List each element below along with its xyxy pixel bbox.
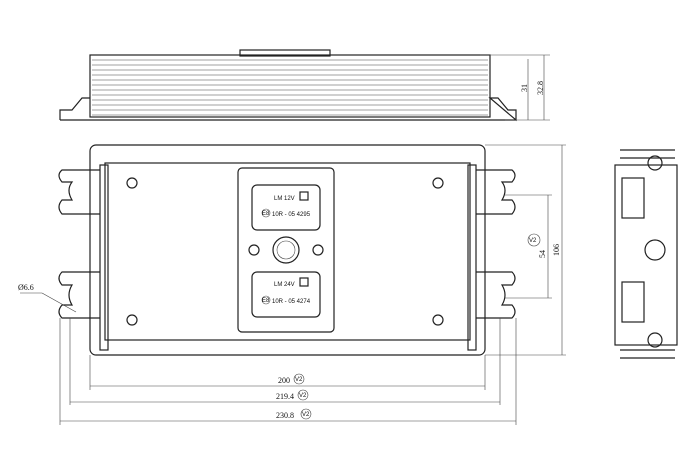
approval-number-bottom: 10R - 05 4274 bbox=[272, 299, 311, 305]
side-view bbox=[614, 149, 678, 359]
verify-mark: V2 bbox=[295, 377, 303, 383]
dim-overall-width: 230.8 bbox=[276, 411, 294, 420]
module-bottom-label: LM 24V bbox=[274, 282, 295, 288]
dim-hole-diameter: Ø6.6 bbox=[18, 283, 34, 292]
lamp-module bbox=[237, 167, 335, 333]
dim-pitch-width: 219.4 bbox=[276, 392, 294, 401]
module-top-label: LM 12V bbox=[274, 196, 295, 202]
dim-height-32-8: 32.8 bbox=[536, 81, 545, 95]
dim-height-106: 106 bbox=[552, 244, 561, 256]
front-view: LM 12V E8 10R - 05 4295 LM 24V E8 10R - … bbox=[18, 144, 566, 425]
dim-height-31: 31 bbox=[520, 84, 529, 92]
verify-mark: V2 bbox=[529, 238, 537, 244]
approval-number-top: 10R - 05 4295 bbox=[272, 212, 311, 218]
emark-top: E8 bbox=[262, 211, 270, 217]
verify-mark: V2 bbox=[302, 412, 310, 418]
top-view: 31 32.8 bbox=[59, 49, 550, 122]
emark-bottom: E8 bbox=[262, 298, 270, 304]
dim-body-width: 200 bbox=[278, 376, 290, 385]
dim-hole-spacing: 54 bbox=[538, 250, 547, 258]
verify-mark: V2 bbox=[299, 393, 307, 399]
